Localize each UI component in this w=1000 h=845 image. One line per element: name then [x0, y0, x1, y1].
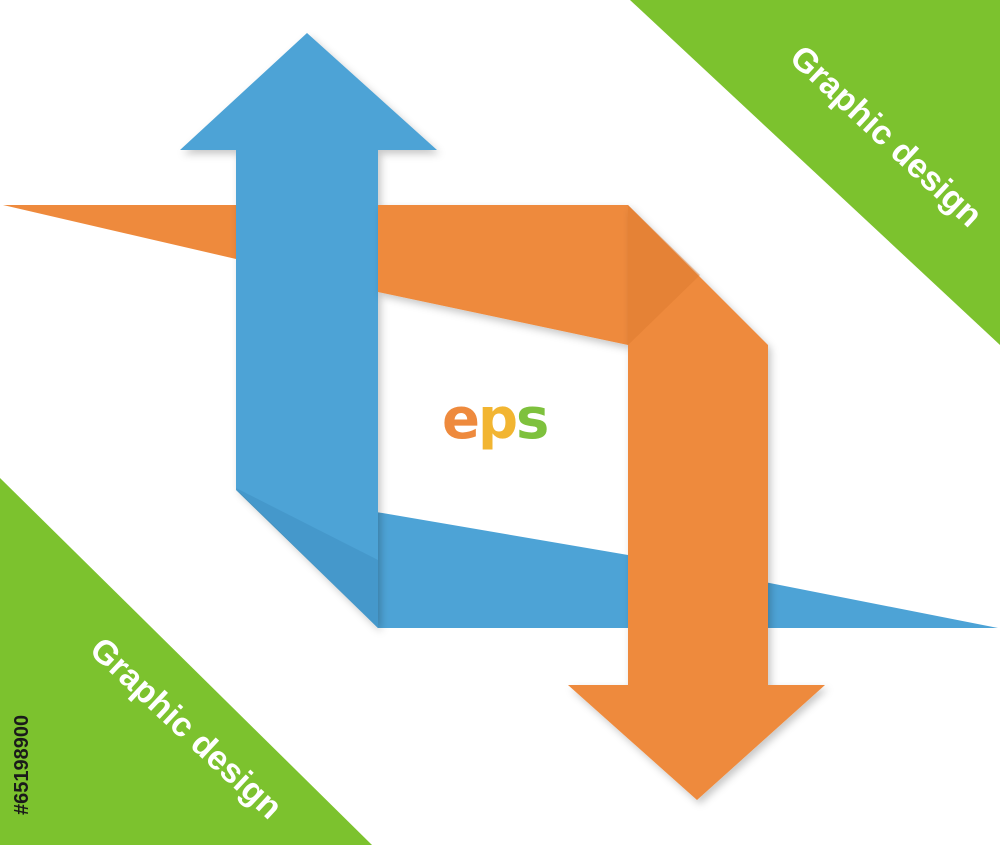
eps-logo: e p s [442, 387, 549, 452]
corner-banner-top-right [630, 0, 1000, 345]
corner-banner-bottom-left [0, 478, 372, 845]
down-arrow-icon [568, 205, 825, 800]
orange-arrow-fold [628, 205, 700, 345]
stock-id: #65198900 [11, 715, 33, 815]
up-arrow-icon [180, 33, 437, 628]
eps-letter-e: e [442, 387, 480, 452]
orange-ribbon-band [378, 205, 628, 345]
eps-letter-p: p [478, 387, 518, 452]
orange-ribbon-taper [3, 205, 236, 259]
blue-arrow-fold [236, 488, 378, 628]
eps-letter-s: s [516, 387, 549, 452]
